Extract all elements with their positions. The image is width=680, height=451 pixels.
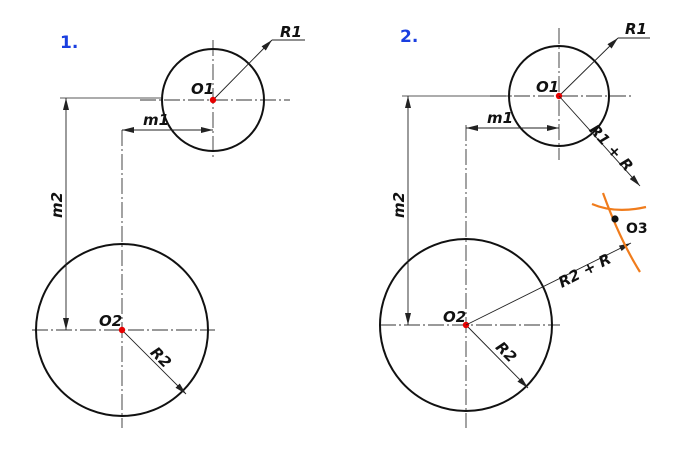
panel-2-center-bottom-label: O2 [443, 308, 466, 326]
panel-1-circle-top [161, 48, 265, 152]
panel-2-radius-sum-top-leader [558, 95, 641, 187]
panel-1-circle-bottom [35, 243, 209, 417]
panel-1-radius-bottom-leader [121, 329, 187, 395]
panel-1-center-bottom-label: O2 [99, 312, 122, 330]
panel-1-center-top-label: O1 [191, 80, 214, 98]
panel-2-radius-top-leader [558, 37, 619, 97]
panel-2-arc-from-o2 [601, 192, 641, 273]
panel-1-center-top-point [209, 96, 217, 104]
panel-1-m1-label: m1 [143, 111, 169, 129]
panel-1-number: 1. [60, 33, 78, 53]
panel-2-circle-bottom [379, 238, 553, 412]
panel-2-center-new-point [611, 215, 619, 223]
panel-2-radius-top-label: R1 [625, 20, 647, 38]
panel-2-radius-bottom-label: R2 [492, 338, 520, 366]
panel-1-center-bottom-point [118, 326, 126, 334]
panel-1-m2-label: m2 [48, 192, 66, 218]
panel-2-center-new-label: O3 [626, 221, 648, 237]
panel-2-number: 2. [400, 27, 418, 47]
panel-2-radius-sum-bottom-leader [465, 242, 632, 326]
panel-2-center-top-label: O1 [536, 78, 559, 96]
panel-1: 1. R1 O1 R2 O2 m2 m1 [32, 23, 305, 428]
panel-2: 2. R1 O1 R1 + R R2 O2 R2 + R m2 m1 [379, 20, 650, 428]
panel-2-arc-from-o1 [591, 202, 647, 211]
panel-1-radius-top-label: R1 [280, 23, 302, 41]
panel-1-radius-bottom-label: R2 [147, 343, 175, 371]
panel-2-radius-sum-top-label: R1 + R [586, 121, 637, 175]
panel-1-radius-top-leader [212, 39, 273, 101]
panel-2-radius-sum-bottom-label: R2 + R [555, 250, 614, 292]
panel-2-m1-label: m1 [487, 109, 513, 127]
panel-2-radius-bottom-leader [465, 324, 529, 389]
panel-2-m2-label: m2 [390, 192, 408, 218]
